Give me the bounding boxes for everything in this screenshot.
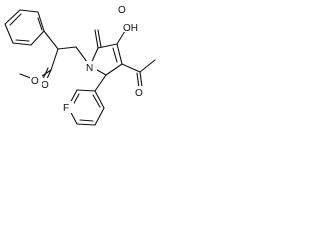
fluorine-label: F xyxy=(63,103,69,114)
oxo-label: O xyxy=(118,5,126,16)
bond xyxy=(4,23,14,44)
bond xyxy=(136,72,140,89)
bond xyxy=(4,9,21,25)
aromatic-bond xyxy=(37,17,43,31)
aromatic-bond xyxy=(79,119,94,122)
bond xyxy=(121,63,141,73)
bond xyxy=(76,89,96,92)
ester-carbonyl-oxygen-label: O xyxy=(41,80,49,91)
bond xyxy=(50,48,59,71)
bond xyxy=(139,71,143,88)
bond xyxy=(30,30,45,46)
bond xyxy=(112,47,118,63)
bond xyxy=(97,29,102,48)
bond xyxy=(94,107,105,126)
nitrogen-label: N xyxy=(86,63,93,74)
side-chain xyxy=(19,30,91,82)
bond xyxy=(12,42,32,46)
fluorophenyl-ring xyxy=(67,74,107,126)
bond xyxy=(105,63,123,76)
bond xyxy=(116,43,123,65)
bond xyxy=(42,67,49,80)
bond xyxy=(116,30,126,45)
aromatic-bond xyxy=(92,94,101,108)
ester-methoxy-oxygen-label: O xyxy=(31,76,39,87)
phenyl-ring xyxy=(4,9,45,46)
bond xyxy=(139,59,156,73)
bond xyxy=(94,29,99,49)
bond xyxy=(94,74,107,92)
bond xyxy=(37,11,45,32)
acetyl-group xyxy=(121,59,156,89)
acetyl-oxygen-label: O xyxy=(135,88,143,99)
bond xyxy=(76,123,96,126)
bond xyxy=(43,30,59,50)
bond xyxy=(57,46,77,50)
bond xyxy=(94,90,105,109)
hydroxyl-label: OH xyxy=(123,23,138,34)
bond xyxy=(19,9,39,13)
molecule-structure: O OH N O O O F xyxy=(4,3,156,126)
aromatic-bond xyxy=(15,39,30,42)
aromatic-bond xyxy=(9,13,22,26)
